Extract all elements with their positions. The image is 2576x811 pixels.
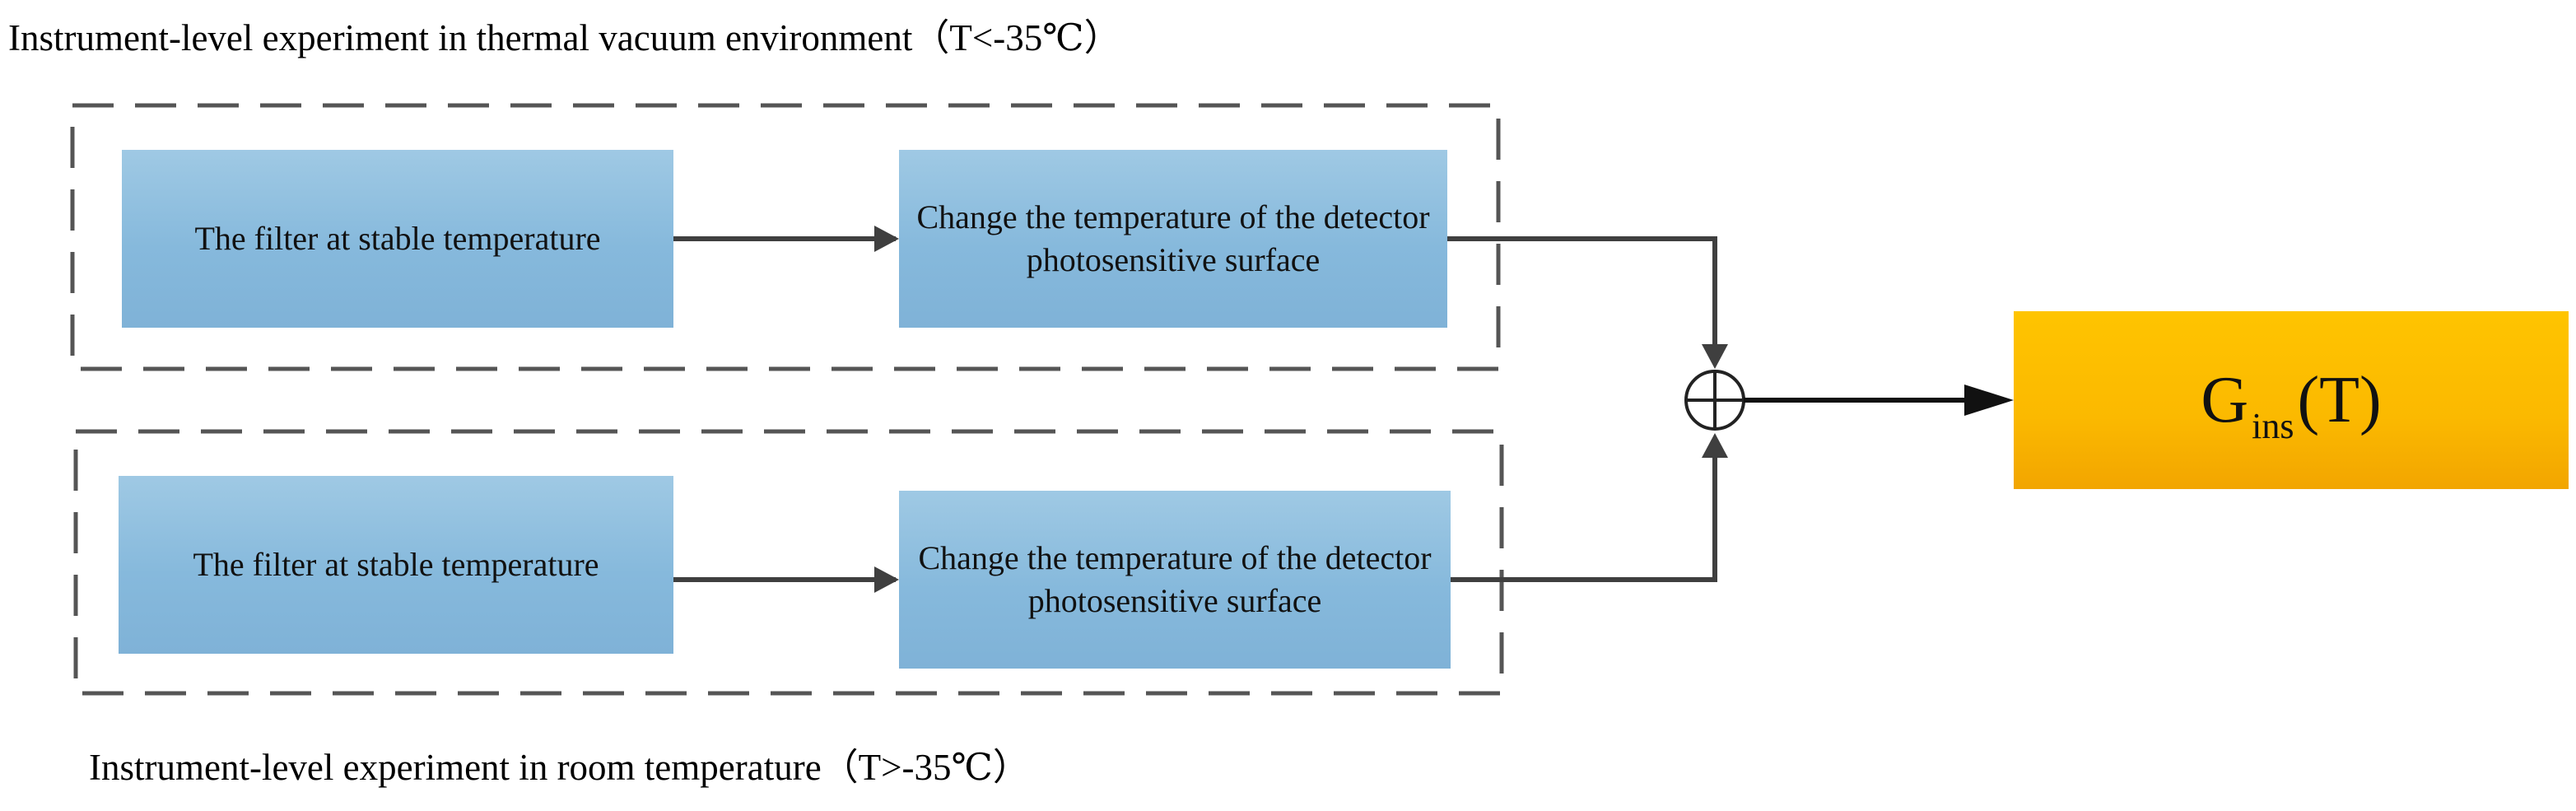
filter-box-bottom: The filter at stable temperature bbox=[119, 476, 673, 654]
filter-box-top: The filter at stable temperature bbox=[122, 150, 673, 328]
arrowhead-sum-to-output bbox=[1964, 385, 2014, 416]
line-bottom-detector-to-sum bbox=[1451, 446, 1717, 582]
output-symbol: G bbox=[2201, 364, 2249, 436]
output-subscript: ins bbox=[2252, 406, 2294, 446]
detector-box-top-label: Change the temperature of the detector p… bbox=[916, 198, 1430, 278]
group-frame-thermal-vacuum bbox=[70, 103, 1501, 371]
circle-plus-icon bbox=[1684, 370, 1745, 431]
group-frame-room-temperature bbox=[73, 429, 1504, 696]
caption-thermal-vacuum: Instrument-level experiment in thermal v… bbox=[8, 17, 1121, 58]
arrowhead-top-into-sum bbox=[1702, 344, 1728, 369]
arrowhead-filter-to-detector-top bbox=[874, 226, 899, 252]
line-top-detector-to-sum bbox=[1447, 236, 1717, 356]
arrowhead-filter-to-detector-bottom bbox=[874, 566, 899, 593]
detector-box-bottom-label: Change the temperature of the detector p… bbox=[918, 539, 1432, 619]
detector-box-top: Change the temperature of the detector p… bbox=[899, 150, 1447, 328]
caption-room-temperature: Instrument-level experiment in room temp… bbox=[89, 747, 1030, 788]
detector-box-bottom: Change the temperature of the detector p… bbox=[899, 491, 1451, 669]
filter-box-bottom-label: The filter at stable temperature bbox=[193, 546, 599, 583]
output-argument: (T) bbox=[2297, 364, 2382, 436]
filter-box-top-label: The filter at stable temperature bbox=[194, 220, 601, 257]
arrowhead-bottom-into-sum bbox=[1702, 433, 1728, 458]
